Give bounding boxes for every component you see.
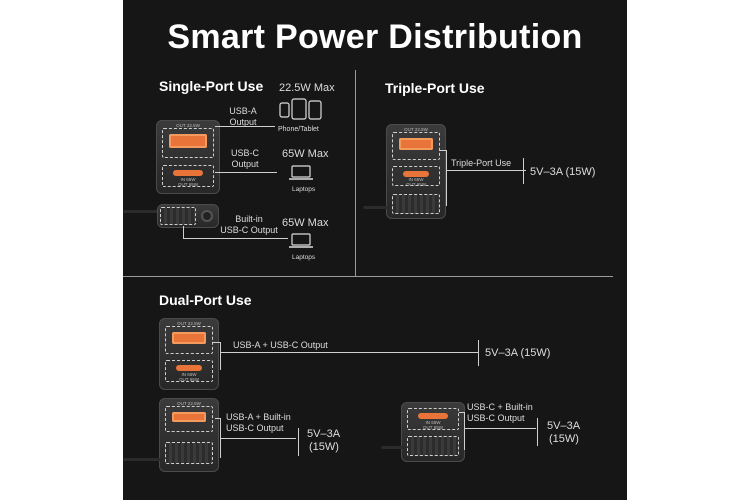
dual-row2-value-b: (15W) (309, 441, 339, 453)
builtin-cable-unit (157, 204, 219, 228)
usba-port: OUT 22.5W (162, 123, 214, 158)
dual-port-heading: Dual-Port Use (159, 292, 252, 308)
builtin-usbc-cable (407, 436, 459, 456)
builtin-usbc-cable (392, 194, 440, 214)
dual-row3-value-b: (15W) (549, 433, 579, 445)
usba-output-label: USB-A Output (229, 106, 257, 127)
vertical-divider (355, 70, 356, 276)
phone-tablet-label: Phone/Tablet (278, 126, 319, 133)
usba-port: OUT 22.5W (392, 127, 440, 160)
laptops-label-1: Laptops (292, 186, 316, 193)
laptop-icon (289, 233, 313, 248)
laptops-label-2: Laptops (292, 254, 316, 261)
dual-row1-value: 5V–3A (15W) (485, 347, 551, 359)
phone-tablet-icon (279, 98, 322, 120)
builtin-output-label: Built-in USB-C Output (220, 214, 278, 235)
builtin-65w-max: 65W Max (282, 217, 329, 229)
usba-port: OUT 22.5W (165, 401, 213, 432)
triple-value: 5V–3A (15W) (530, 166, 596, 178)
builtin-usbc-cable (160, 207, 196, 225)
laptop-icon (289, 165, 313, 180)
usbc-port: IN 65W OUT 65W (162, 165, 214, 187)
infographic-panel: Smart Power Distribution Single-Port Use… (123, 0, 627, 500)
usba-port: OUT 22.5W (165, 321, 213, 354)
usbc-output-label: USB-C Output (230, 148, 259, 169)
charger-triple: OUT 22.5W IN 65W OUT 65W (386, 124, 446, 219)
usbc-port: IN 65W OUT 65W (165, 360, 213, 382)
charger-dual-3: IN 65W OUT 65W (401, 402, 465, 462)
single-port-heading: Single-Port Use (159, 78, 264, 94)
dual-row2-label: USB-A + Built-in USB-C Output (226, 412, 291, 433)
dual-row3-label: USB-C + Built-in USB-C Output (467, 402, 533, 423)
dual-row3-value-a: 5V–3A (547, 420, 581, 432)
usbc-65w-max: 65W Max (282, 148, 329, 160)
single-max-22-5w: 22.5W Max (279, 82, 335, 94)
charger-dual-2: OUT 22.5W (159, 398, 219, 472)
triple-port-heading: Triple-Port Use (385, 80, 485, 96)
charger-single: OUT 22.5W IN 65W OUT 65W (156, 120, 220, 194)
page-title: Smart Power Distribution (167, 18, 583, 56)
charger-dual-1: OUT 22.5W IN 65W OUT 65W (159, 318, 219, 390)
usbc-port: IN 65W OUT 65W (392, 166, 440, 187)
builtin-usbc-cable (165, 442, 213, 464)
horizontal-divider (123, 276, 613, 277)
triple-port-use-label: Triple-Port Use (451, 158, 512, 168)
dual-row1-label: USB-A + USB-C Output (233, 340, 328, 350)
dual-row2-value-a: 5V–3A (307, 428, 341, 440)
usbc-port: IN 65W OUT 65W (407, 408, 459, 430)
